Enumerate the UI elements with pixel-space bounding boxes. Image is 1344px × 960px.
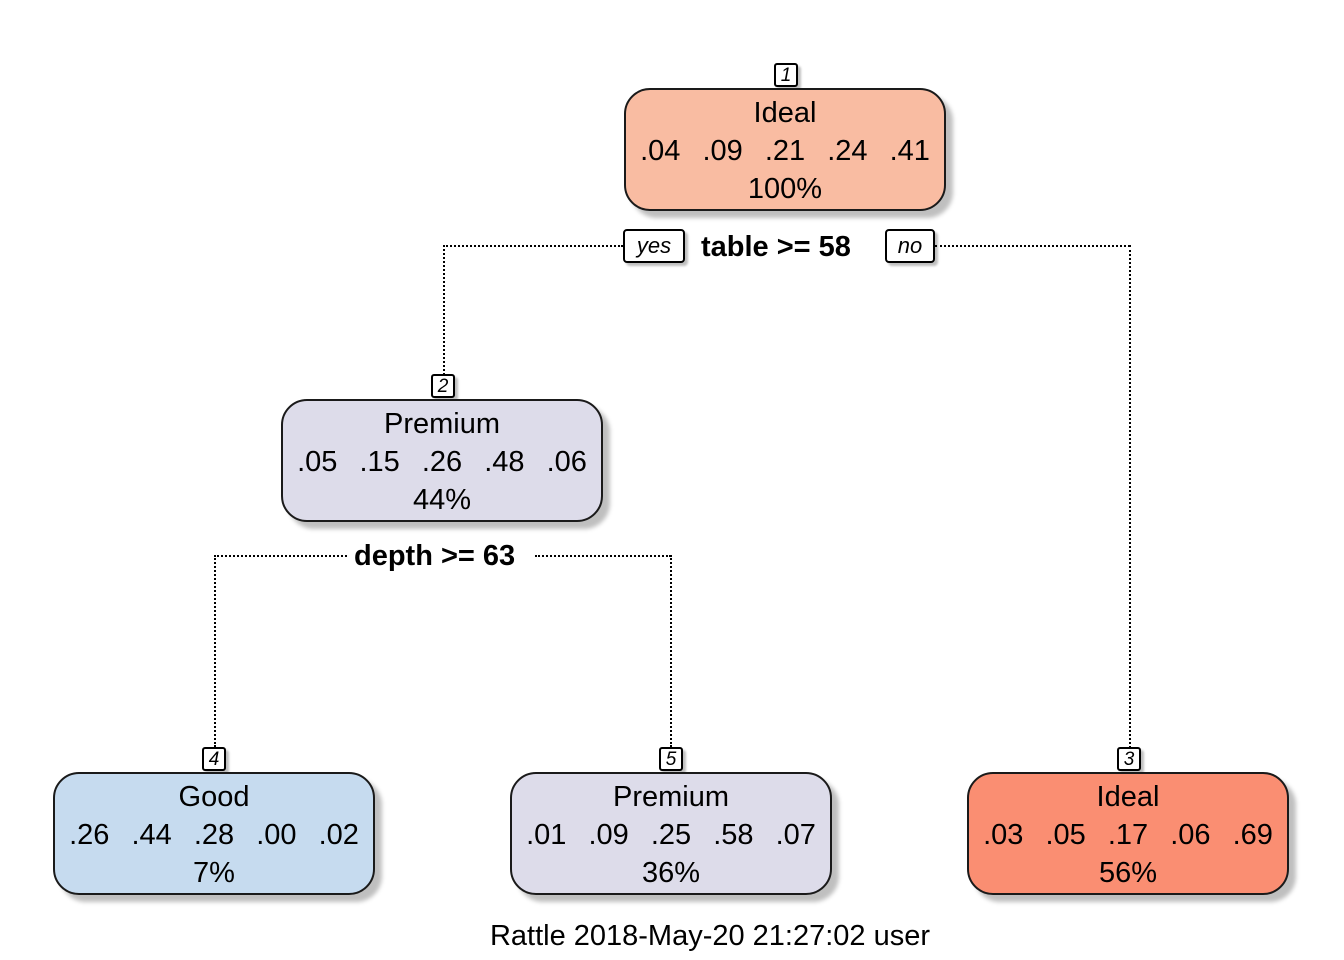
node-5-index: 5 bbox=[659, 747, 683, 771]
edge-n2-left-h bbox=[214, 555, 354, 557]
edge-root-left-v bbox=[443, 245, 445, 375]
node-1-index: 1 bbox=[774, 63, 798, 87]
node-1: Ideal .04 .09 .21 .24 .41 100% bbox=[624, 88, 946, 211]
root-split-label: table >= 58 bbox=[695, 231, 857, 263]
edge-root-right-v bbox=[1129, 245, 1131, 748]
node-4: Good .26 .44 .28 .00 .02 7% bbox=[53, 772, 375, 895]
node-2: Premium .05 .15 .26 .48 .06 44% bbox=[281, 399, 603, 522]
edge-n2-right-h bbox=[535, 555, 671, 557]
node-1-label: Ideal bbox=[753, 97, 817, 129]
no-label: no bbox=[885, 229, 935, 263]
node-2-probs: .05 .15 .26 .48 .06 bbox=[297, 446, 587, 478]
node-5: Premium .01 .09 .25 .58 .07 36% bbox=[510, 772, 832, 895]
node-1-percent: 100% bbox=[747, 173, 823, 205]
node-3-index: 3 bbox=[1117, 747, 1141, 771]
node-3-percent: 56% bbox=[1098, 857, 1158, 889]
node-4-percent: 7% bbox=[193, 857, 235, 889]
edge-n2-right-v bbox=[670, 555, 672, 747]
caption: Rattle 2018-May-20 21:27:02 user bbox=[489, 920, 931, 952]
node-3-probs: .03 .05 .17 .06 .69 bbox=[983, 819, 1273, 851]
node-5-percent: 36% bbox=[641, 857, 701, 889]
node-3: Ideal .03 .05 .17 .06 .69 56% bbox=[967, 772, 1289, 895]
node-2-index: 2 bbox=[431, 374, 455, 398]
edge-root-right-h bbox=[935, 245, 1130, 247]
node-4-label: Good bbox=[178, 781, 250, 813]
node-5-label: Premium bbox=[612, 781, 729, 813]
edge-n2-left-v bbox=[214, 555, 216, 747]
node-3-label: Ideal bbox=[1096, 781, 1160, 813]
edge-root-left-h bbox=[443, 245, 623, 247]
yes-label: yes bbox=[623, 229, 685, 263]
node-1-probs: .04 .09 .21 .24 .41 bbox=[640, 135, 930, 167]
node-4-probs: .26 .44 .28 .00 .02 bbox=[69, 819, 359, 851]
node-2-label: Premium bbox=[383, 408, 500, 440]
node-2-percent: 44% bbox=[412, 484, 472, 516]
node-4-index: 4 bbox=[202, 747, 226, 771]
node-5-probs: .01 .09 .25 .58 .07 bbox=[526, 819, 816, 851]
node-2-split-label: depth >= 63 bbox=[348, 540, 522, 572]
